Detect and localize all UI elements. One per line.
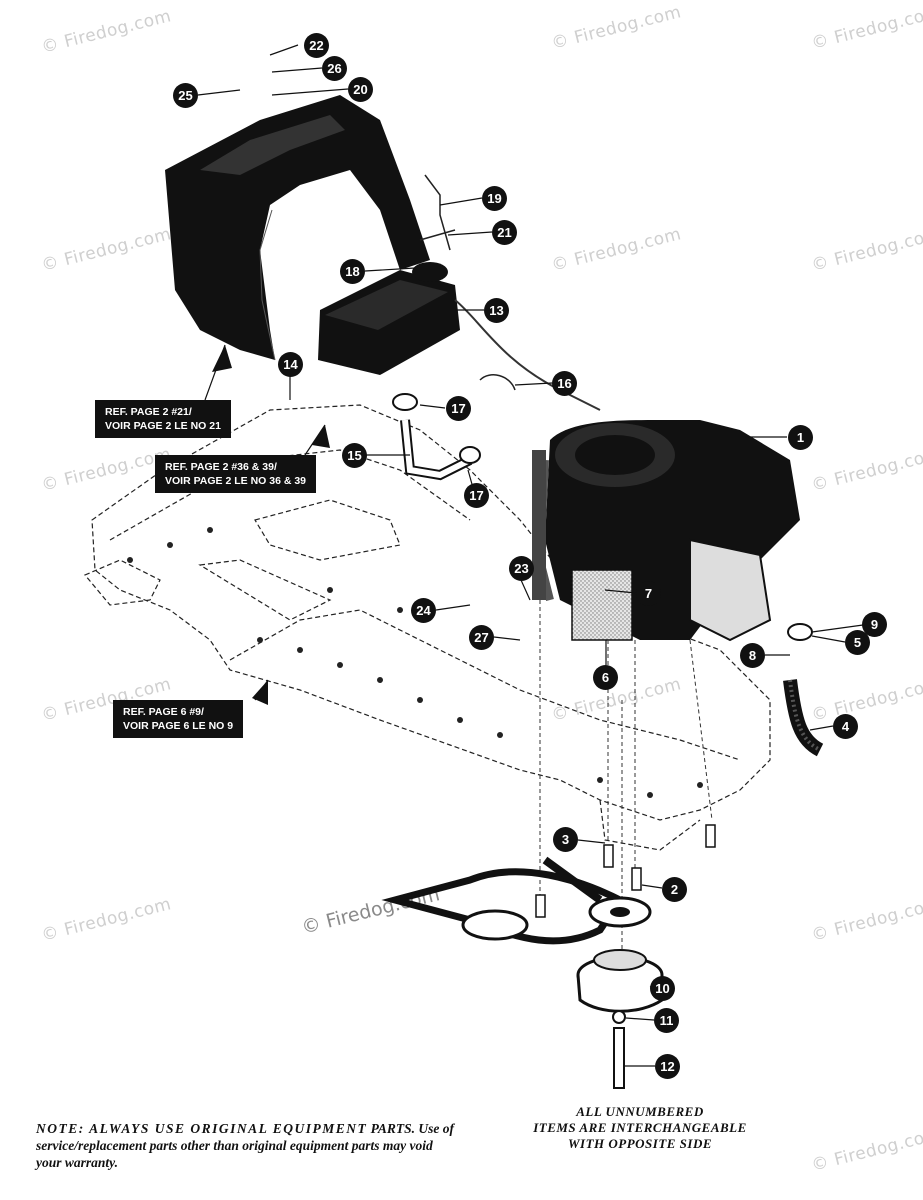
callout-12: 12 [655, 1054, 680, 1079]
guide-lines [539, 600, 713, 1010]
interchangeable-line: ALL UNNUMBERED [576, 1104, 704, 1119]
callout-23: 23 [509, 556, 534, 581]
callout-26: 26 [322, 56, 347, 81]
warranty-note-lead: NOTE: ALWAYS USE ORIGINAL EQUIPMENT [36, 1121, 368, 1136]
frame-holes [127, 527, 703, 798]
callout-6: 6 [593, 665, 618, 690]
callout-15: 15 [342, 443, 367, 468]
callout-20: 20 [348, 77, 373, 102]
warranty-note-body: PARTS. Use of service/replacement parts … [36, 1121, 455, 1170]
hose [783, 623, 824, 757]
interchangeable-line: ITEMS ARE INTERCHANGEABLE [533, 1120, 747, 1135]
callout-1: 1 [788, 425, 813, 450]
callout-7: 7 [636, 581, 661, 606]
interchangeable-note: ALL UNNUMBERED ITEMS ARE INTERCHANGEABLE… [490, 1104, 790, 1152]
callout-16: 16 [552, 371, 577, 396]
callout-14: 14 [278, 352, 303, 377]
ref-box-line: REF. PAGE 2 #36 & 39/ [165, 461, 277, 473]
callout-9: 9 [862, 612, 887, 637]
belt-and-pulleys [381, 856, 664, 1089]
callout-17a: 17 [446, 396, 471, 421]
callout-19: 19 [482, 186, 507, 211]
callout-27: 27 [469, 625, 494, 650]
ref-box-line: REF. PAGE 6 #9/ [123, 706, 204, 718]
callout-24: 24 [411, 598, 436, 623]
callout-3: 3 [553, 827, 578, 852]
callout-18: 18 [340, 259, 365, 284]
leader-lines [197, 44, 864, 1067]
ref-box-line: VOIR PAGE 2 LE NO 36 & 39 [165, 475, 307, 487]
callout-10: 10 [650, 976, 675, 1001]
ref-box-page2-36-39: REF. PAGE 2 #36 & 39/ VOIR PAGE 2 LE NO … [155, 455, 317, 493]
callout-13: 13 [484, 298, 509, 323]
dipstick-tube [532, 450, 546, 600]
callout-2: 2 [662, 877, 687, 902]
callout-25: 25 [173, 83, 198, 108]
ref-box-line: VOIR PAGE 2 LE NO 21 [105, 420, 221, 432]
ref-box-line: VOIR PAGE 6 LE NO 9 [123, 720, 234, 732]
ref-box-page2-21: REF. PAGE 2 #21/ VOIR PAGE 2 LE NO 21 [95, 400, 231, 438]
engine [535, 420, 800, 642]
callout-22: 22 [304, 33, 329, 58]
interchangeable-line: WITH OPPOSITE SIDE [567, 1136, 713, 1151]
bolts [535, 824, 716, 918]
ref-box-line: REF. PAGE 2 #21/ [105, 406, 192, 418]
callout-11: 11 [654, 1008, 679, 1033]
ref-arrows [212, 345, 330, 705]
callout-8: 8 [740, 643, 765, 668]
fuel-line [392, 393, 481, 481]
callout-21: 21 [492, 220, 517, 245]
ref-box-page6-9: REF. PAGE 6 #9/ VOIR PAGE 6 LE NO 9 [113, 700, 244, 738]
callout-4: 4 [833, 714, 858, 739]
callout-17b: 17 [464, 483, 489, 508]
hood [165, 95, 430, 361]
warranty-note: NOTE: ALWAYS USE ORIGINAL EQUIPMENT PART… [36, 1120, 456, 1171]
